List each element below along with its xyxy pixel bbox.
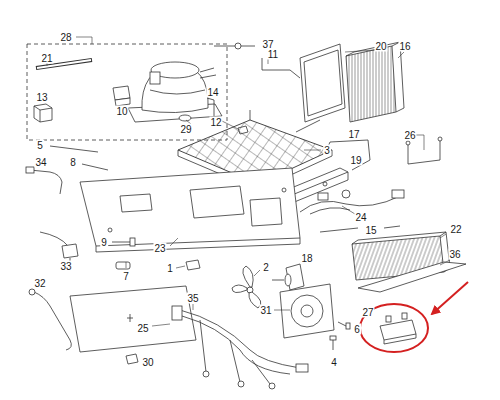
callout-number: 23 [153,243,166,254]
grommet [116,262,130,269]
fan-blade [232,266,261,308]
callout-number: 21 [40,53,53,64]
callout-number: 31 [259,305,272,316]
group-box [27,44,227,140]
callout-number: 17 [347,129,360,140]
screw [338,322,350,329]
fan-motor [272,264,304,290]
callout-number: 33 [59,261,72,272]
defrost-part [380,313,416,344]
callout-number: 30 [141,357,154,368]
callout-number: 2 [262,262,270,273]
callout-number: 27 [361,307,374,318]
callout-number: 32 [33,278,46,289]
compressor [128,62,222,122]
callout-number: 6 [353,324,361,335]
cover-sheet [70,286,196,352]
callout-number: 36 [448,249,461,260]
rod [320,226,400,232]
highlight-circle [360,304,428,352]
grommet [179,115,191,121]
highlight-arrow [432,282,468,314]
callout-number: 20 [374,41,387,52]
callout-number: 18 [300,253,313,264]
callout-number: 26 [403,130,416,141]
callout-number: 10 [115,106,128,117]
overload [34,104,52,122]
callout-number: 29 [179,124,192,135]
sensor [26,167,62,194]
callout-number: 9 [100,237,108,248]
evaporator-coil [346,42,404,122]
wire-harness [300,190,404,214]
callout-number: 14 [206,87,219,98]
defrost-drain [29,289,71,350]
base-plate [80,168,300,252]
callout-number: 4 [330,357,338,368]
callout-number: 16 [398,41,411,52]
callout-number: 13 [35,92,48,103]
tube [82,164,108,170]
bracket [325,140,370,170]
callout-number: 7 [122,271,130,282]
fan-shroud [274,284,334,338]
callout-number: 15 [364,225,377,236]
callout-number: 35 [186,293,199,304]
callout-number: 24 [354,212,367,223]
callout-number: 1 [166,263,174,274]
tube [207,98,214,116]
relay [113,86,130,106]
callout-number: 11 [267,49,279,60]
callout-number: 34 [34,157,47,168]
tube [50,146,98,152]
callout-number: 22 [449,224,462,235]
callout-number: 5 [36,140,44,151]
callout-number: 12 [209,117,222,128]
valve [40,232,78,262]
callout-number: 25 [136,323,149,334]
wire-harness [172,304,308,389]
callout-number: 19 [349,155,362,166]
shield [358,262,466,292]
callout-number: 28 [59,32,72,43]
callout-number: 8 [69,157,77,168]
screw [112,238,135,246]
grommet [176,260,200,270]
wire [214,43,300,78]
clip [126,354,138,364]
screw [330,336,336,350]
callout-number: 3 [323,145,331,156]
